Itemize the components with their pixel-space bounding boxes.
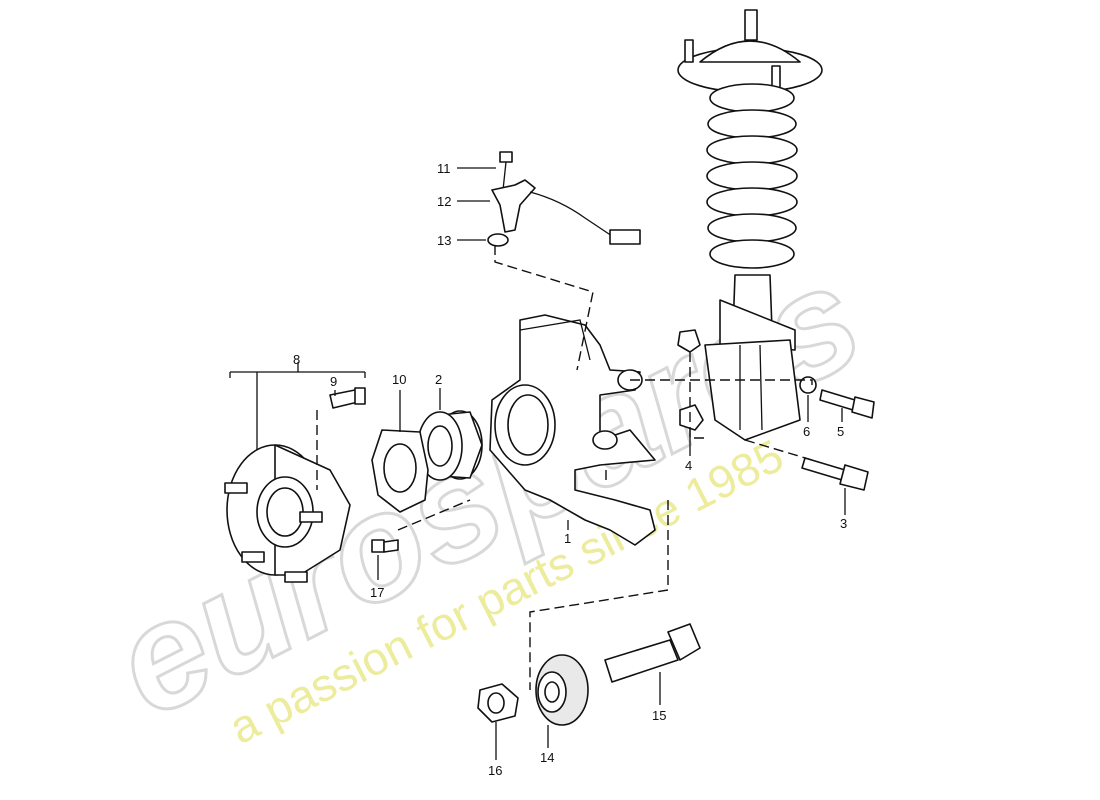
wheel-stud [329,387,366,409]
callout-9: 9 [330,374,337,389]
callout-2: 2 [435,372,442,387]
callout-3: 3 [840,516,847,531]
callout-10: 10 [392,372,406,387]
callout-8: 8 [293,352,300,367]
callout-16: 16 [488,763,502,778]
callout-6: 6 [803,424,810,439]
callout-11: 11 [437,161,451,176]
cover-plate [371,429,429,513]
bolt-3 [801,457,869,491]
wheel-hub [224,444,351,583]
nut-16 [477,683,519,723]
assembly-lines [316,245,813,690]
strut-assembly [677,9,823,441]
eccentric-bolt [604,623,701,683]
nut-4 [677,329,704,431]
callout-17: 17 [370,585,384,600]
coil-spring [706,83,798,269]
wheel-bearing [417,410,483,481]
callout-4: 4 [685,458,692,473]
callout-15: 15 [652,708,666,723]
bolt-5 [819,389,875,419]
callouts: 1 2 3 4 5 6 8 9 10 11 12 13 14 15 16 17 [293,161,847,778]
small-bolt [371,539,399,553]
callout-1: 1 [564,531,571,546]
abs-sensor [487,151,641,247]
callout-12: 12 [437,194,451,209]
callout-14: 14 [540,750,554,765]
eccentric-washer [535,654,589,726]
callout-13: 13 [437,233,451,248]
steering-knuckle [489,314,656,546]
callout-5: 5 [837,424,844,439]
callout-leaders [229,167,846,760]
